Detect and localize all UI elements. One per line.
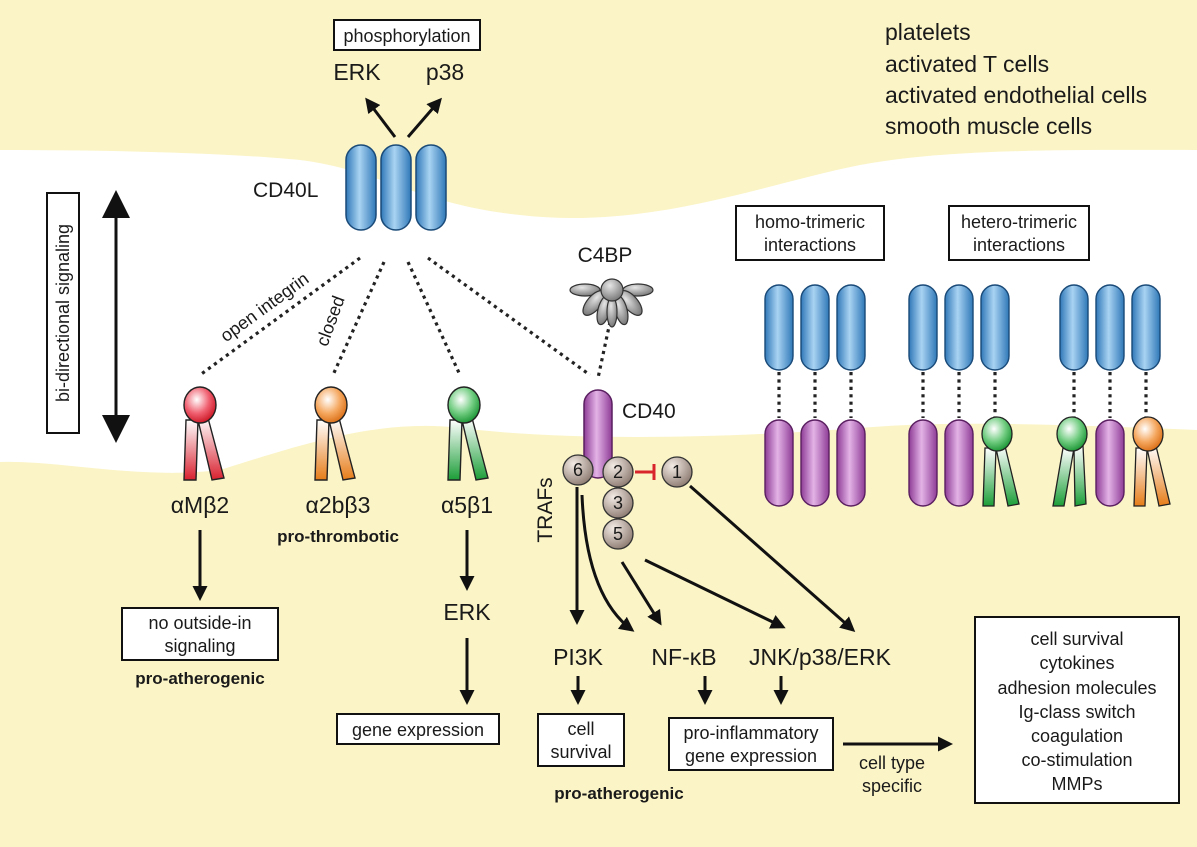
cell-survival-line2: survival [550,742,611,762]
proinflammatory-box [668,717,834,771]
amb2-label: αMβ2 [171,492,229,518]
a2bb3-label: α2bβ3 [306,492,371,518]
hetero-trimeric-group-2 [1052,284,1171,507]
homo-trimeric-line2: interactions [764,235,856,255]
cd40l-trimer [345,144,447,231]
svg-text:6: 6 [573,460,583,480]
nfkb-label: NF-κB [651,644,716,670]
cell-survival-box [537,713,625,767]
bidirectional-arrow-bottom [102,415,130,443]
cd40l-label: CD40L [253,179,318,202]
arrow-traf5-jnk [644,558,786,629]
cell-type-line2: specific [862,776,922,796]
outcomes-box [974,616,1180,804]
homo-trimeric-group [764,284,866,507]
outcomes-list: cell survival cytokines adhesion molecul… [997,629,1156,794]
svg-text:Ig-class switch: Ig-class switch [1018,702,1135,722]
arrow-to-erk [365,97,397,138]
bidirectional-label: bi-directional signaling [53,224,73,402]
cell-survival-line1: cell [567,719,594,739]
cell-type-line1: cell type [859,753,925,773]
arrow-traf5-nfkb [620,561,662,626]
no-outside-in-line1: no outside-in [148,613,251,633]
pro-atherogenic-center-label: pro-atherogenic [554,784,683,803]
cell-types-list: platelets activated T cells activated en… [885,19,1147,139]
svg-text:activated T cells: activated T cells [885,51,1049,77]
svg-text:co-stimulation: co-stimulation [1021,750,1132,770]
hetero-trimeric-line2: interactions [973,235,1065,255]
hetero-trimeric-line1: hetero-trimeric [961,212,1077,232]
proinflammatory-line1: pro-inflammatory [683,723,818,743]
svg-text:2: 2 [613,462,623,482]
arrow-traf1-jnk [689,484,856,632]
proinflammatory-line2: gene expression [685,746,817,766]
svg-text:coagulation: coagulation [1031,726,1123,746]
cd40-receptor [583,389,613,479]
svg-text:cytokines: cytokines [1039,653,1114,673]
gene-expression-box [336,713,500,745]
a5b1-label: α5β1 [441,492,493,518]
p38-top-label: p38 [426,59,464,85]
svg-text:cell survival: cell survival [1030,629,1123,649]
bidirectional-arrow-top [102,190,130,218]
erk-a5b1-label: ERK [443,599,491,625]
erk-top-label: ERK [333,59,381,85]
dots-c4bp [596,321,612,379]
pi3k-label: PI3K [553,644,604,670]
svg-text:3: 3 [613,493,623,513]
dots-a2bb3 [331,261,386,376]
pro-atherogenic-left-label: pro-atherogenic [135,669,264,688]
dots-a5b1 [406,261,462,376]
phosphorylation-box [333,19,481,51]
integrin-a2bb3 [314,386,356,481]
inhibition-mark [635,464,656,480]
gene-expression-label: gene expression [352,720,484,740]
homo-trimeric-box [735,205,885,261]
jnk-label: JNK/p38/ERK [749,644,892,670]
c4bp-label: C4BP [578,244,633,267]
svg-text:MMPs: MMPs [1052,774,1103,794]
integrin-a5b1 [447,386,489,481]
arrow-to-p38 [406,97,442,138]
svg-text:5: 5 [613,524,623,544]
svg-text:activated endothelial cells: activated endothelial cells [885,82,1147,108]
svg-text:adhesion molecules: adhesion molecules [997,678,1156,698]
phosphorylation-label: phosphorylation [343,26,470,46]
hetero-trimeric-box [948,205,1090,261]
svg-text:platelets: platelets [885,19,971,45]
c4bp-molecule [569,278,654,328]
dots-amb2 [199,256,361,377]
cd40-label: CD40 [622,400,676,423]
no-outside-in-box [121,607,279,661]
integrin-amb2 [183,386,225,481]
traf-cluster: 6 2 3 5 1 [562,454,693,550]
arrow-traf6-nfkb [580,494,635,632]
hetero-trimeric-group-1 [908,284,1020,507]
pro-thrombotic-label: pro-thrombotic [277,527,399,546]
bidirectional-box [46,192,80,434]
no-outside-in-line2: signaling [164,636,235,656]
svg-text:smooth muscle cells: smooth muscle cells [885,113,1092,139]
svg-text:1: 1 [672,462,682,482]
trafs-label: TRAFs [534,477,557,542]
homo-trimeric-line1: homo-trimeric [755,212,865,232]
